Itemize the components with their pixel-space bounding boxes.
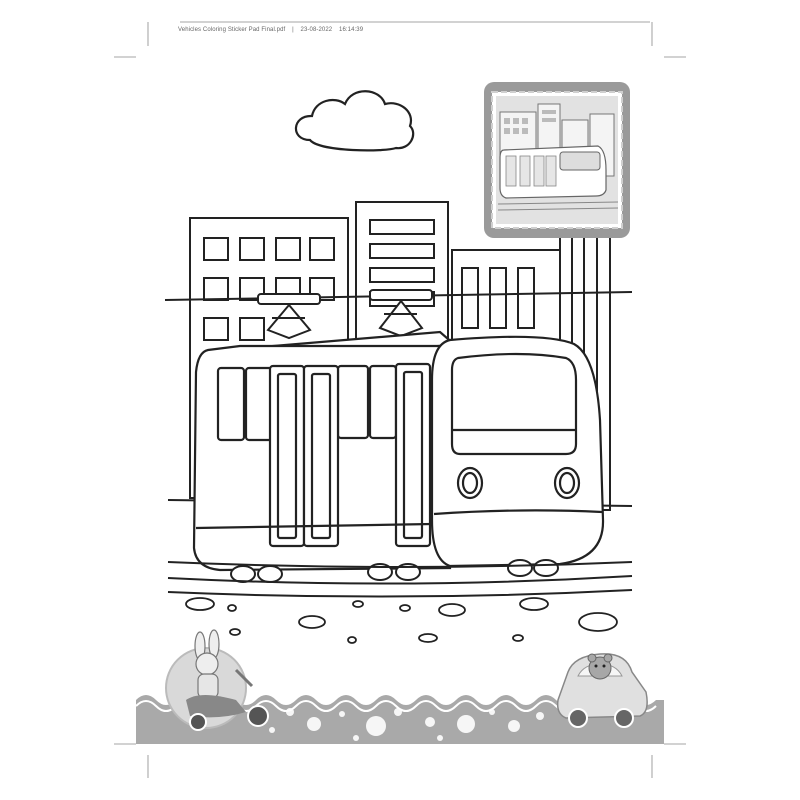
building-left-windows	[203, 237, 335, 341]
tram-drawing	[192, 330, 605, 572]
sticker-preview	[484, 82, 630, 238]
slug-date: 23-08-2022	[300, 27, 333, 33]
ground-pebbles	[185, 597, 618, 644]
pantographs	[257, 289, 433, 340]
slug-filename: Vehicles Coloring Sticker Pad Final.pdf	[178, 27, 286, 33]
building-right-windows	[461, 267, 535, 329]
tram-tracks	[167, 561, 633, 598]
slug-time: 16:14:39	[339, 27, 364, 33]
cloud-drawing	[294, 90, 415, 152]
tram-wheels	[230, 559, 559, 583]
crop-marks	[114, 21, 686, 778]
slug-separator: |	[292, 27, 294, 33]
print-slug: Vehicles Coloring Sticker Pad Final.pdf …	[178, 27, 363, 33]
bottom-band	[135, 695, 664, 744]
rabbit-on-scooter	[165, 629, 269, 731]
tram-windshield	[450, 352, 578, 456]
bear-in-car	[556, 653, 648, 728]
